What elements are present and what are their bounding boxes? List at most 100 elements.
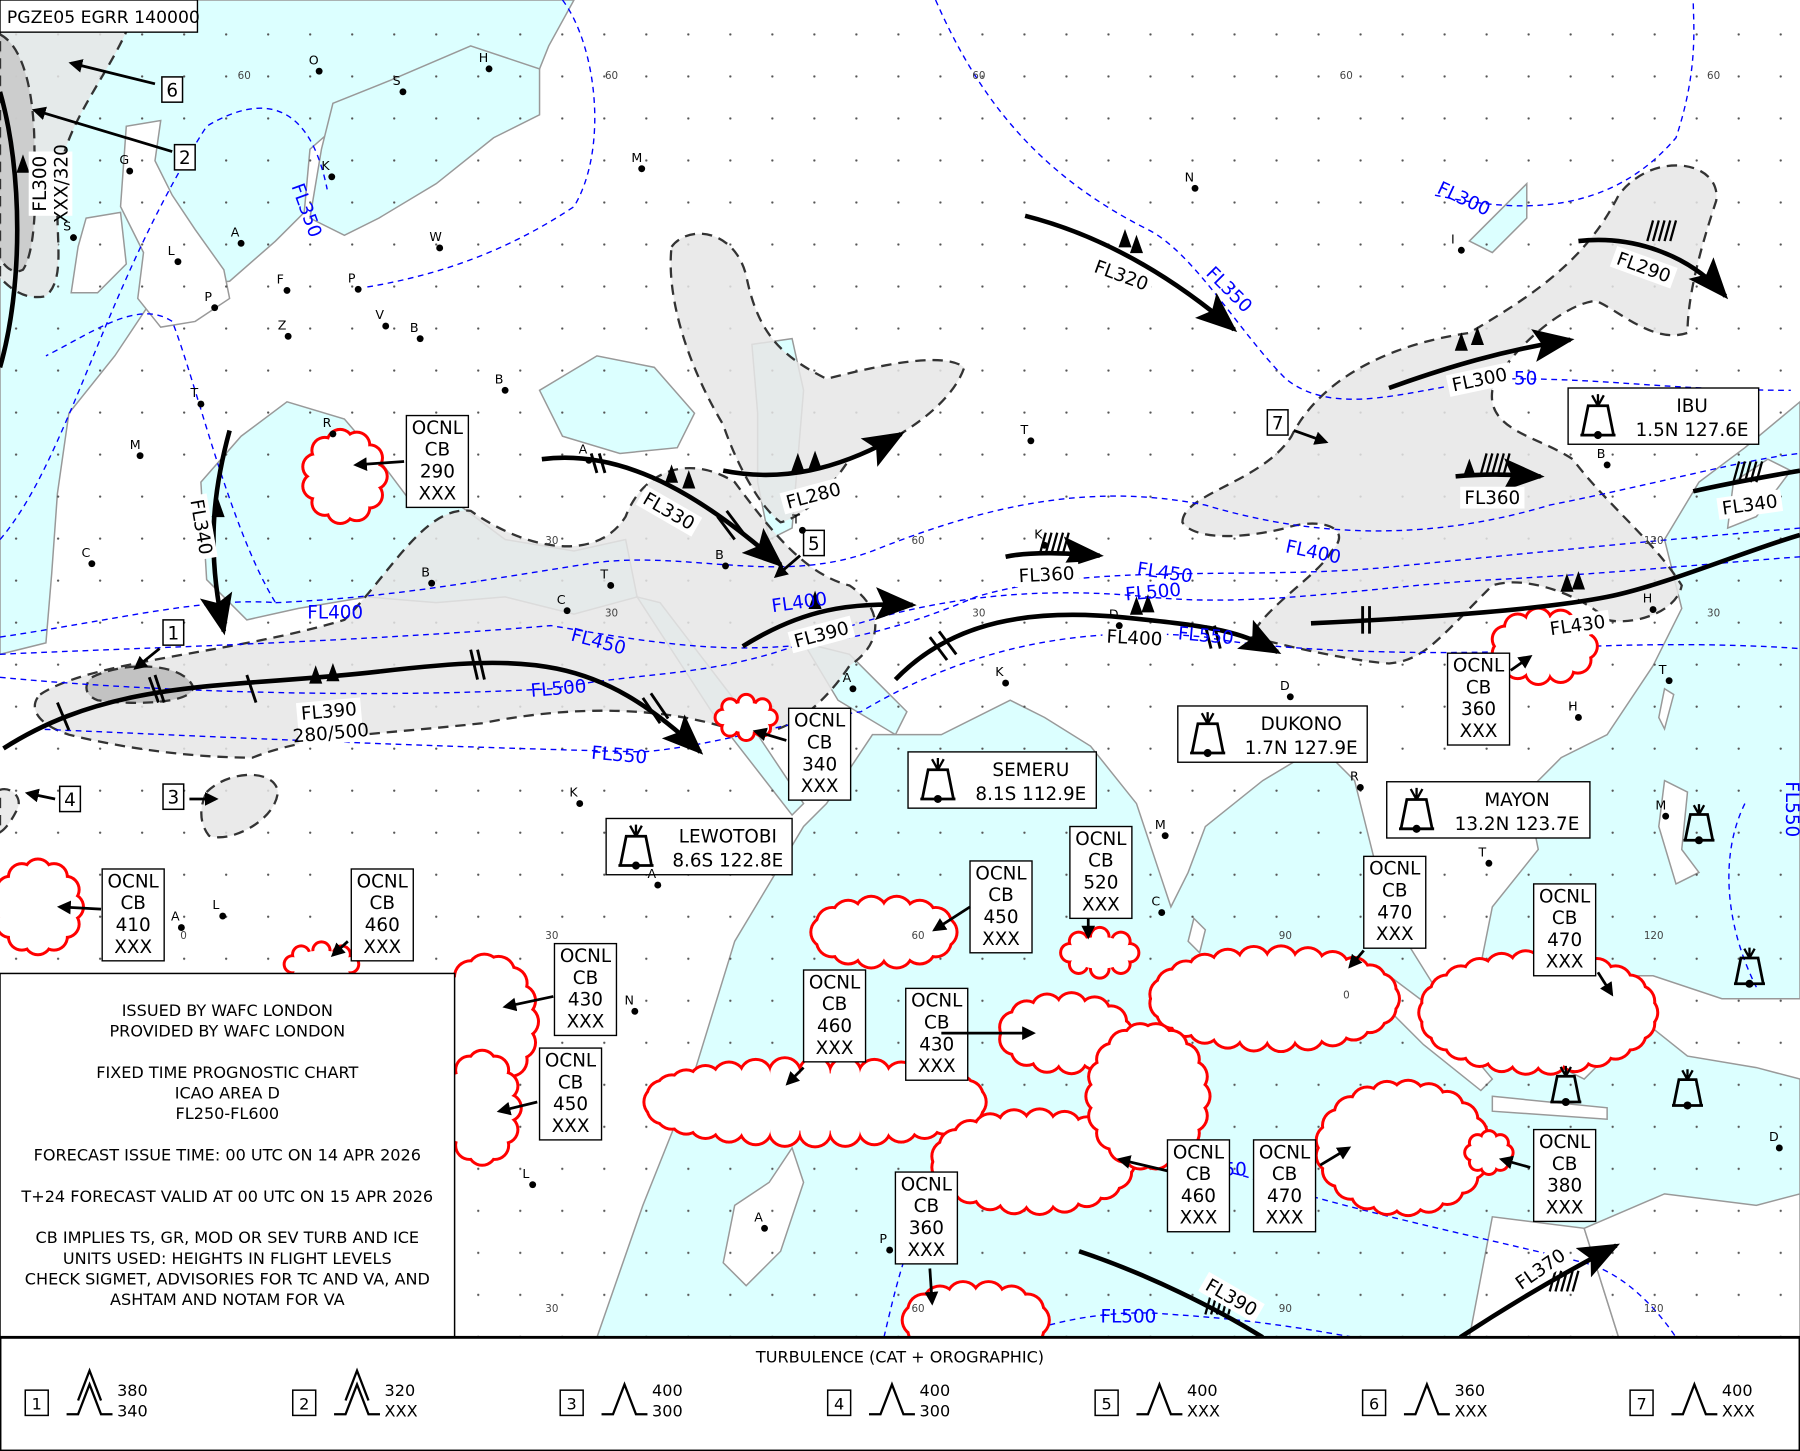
- cb-type: CB: [1552, 908, 1577, 929]
- wind-flag-icon: [1454, 332, 1468, 351]
- cb-top: 430: [568, 990, 603, 1011]
- city-label: B: [421, 564, 430, 579]
- marker-number: 3: [168, 788, 180, 809]
- jet-label: FL360: [1013, 561, 1080, 587]
- jet-change-bar: [153, 674, 166, 703]
- jet-label: FL400: [1101, 625, 1168, 650]
- cb-base: XXX: [1376, 924, 1414, 945]
- cloud-core: [918, 1297, 1034, 1344]
- cb-base: XXX: [1460, 721, 1498, 742]
- city-dot: [1191, 184, 1199, 192]
- cb-box-frame: [1363, 855, 1427, 949]
- cb-base: XXX: [801, 776, 839, 797]
- legend-top: 380: [117, 1381, 148, 1400]
- cb-type: CB: [1088, 851, 1113, 872]
- jet-change-bar: [937, 630, 958, 656]
- tropopause-label: FL500: [1124, 580, 1181, 606]
- jet-label-bg: [787, 615, 856, 654]
- chart-id: PGZE05 EGRR 140000: [7, 8, 200, 28]
- info-line: ISSUED BY WAFC LONDON: [122, 1001, 333, 1020]
- city-label: S: [63, 219, 71, 234]
- wind-flag-icon: [791, 452, 805, 472]
- turbulence-marker: 6: [161, 76, 184, 103]
- cb-freq: OCNL: [1075, 829, 1127, 850]
- city-dot: [1158, 909, 1166, 917]
- volcano-plume: [1681, 1069, 1694, 1081]
- city-dot: [1356, 784, 1364, 791]
- city-label: B: [495, 371, 504, 386]
- wind-flag-icon: [1470, 326, 1484, 345]
- city-label: B: [410, 320, 419, 335]
- city-label: P: [204, 289, 212, 304]
- city-dot: [1002, 679, 1010, 687]
- wind-flag-icon: [1462, 458, 1476, 477]
- cloud-core: [947, 1124, 1120, 1199]
- jet-label-bg: [1609, 246, 1678, 289]
- jet-stream-line: [541, 455, 784, 568]
- volcano-plume: [1743, 947, 1756, 959]
- cloud-core: [292, 950, 351, 979]
- pointer-arrow: [1348, 949, 1365, 969]
- city-label: V: [375, 307, 384, 322]
- wind-barb: [1061, 532, 1070, 554]
- wind-flag-icon: [211, 498, 225, 518]
- marker-box: [58, 785, 82, 813]
- city-label: A: [647, 866, 656, 881]
- cb-base: XXX: [816, 1038, 854, 1059]
- cb-type: CB: [370, 893, 395, 914]
- city-label: Z: [278, 317, 287, 332]
- legend-top: 320: [385, 1381, 416, 1400]
- jet-stream-line: [1024, 213, 1238, 333]
- info-line: T+24 FORECAST VALID AT 00 UTC ON 15 APR …: [20, 1187, 433, 1206]
- legend-top: 400: [1187, 1381, 1218, 1400]
- city-dot: [1027, 437, 1035, 445]
- cb-type: CB: [914, 1196, 939, 1217]
- wind-flag-icon: [1129, 596, 1144, 615]
- cb-freq: OCNL: [1539, 886, 1591, 907]
- pointer-arrow: [24, 788, 56, 803]
- pointer-arrow: [1596, 971, 1614, 997]
- city-dot: [1457, 246, 1465, 254]
- marker-number: 1: [168, 623, 180, 644]
- legend-base: XXX: [1722, 1402, 1755, 1421]
- cloud-core: [1069, 936, 1130, 969]
- volcano-icon: [1399, 787, 1435, 833]
- cb-freq: OCNL: [108, 871, 160, 892]
- info-line: ICAO AREA D: [175, 1084, 280, 1103]
- city-label: M: [1655, 797, 1666, 812]
- legend-base: 300: [920, 1402, 951, 1421]
- volcano-lon: 127.6E: [1684, 420, 1748, 441]
- jet-label-bg: [1087, 254, 1156, 297]
- city-label: M: [631, 150, 642, 165]
- cb-top: 460: [1181, 1186, 1216, 1207]
- cb-base: XXX: [908, 1240, 946, 1261]
- cb-cloud: [301, 427, 389, 525]
- city-dot: [283, 286, 291, 294]
- marker-box: [173, 143, 196, 171]
- city-label: T: [190, 385, 199, 400]
- legend-base: 340: [117, 1402, 148, 1421]
- jet-stream-line: [741, 587, 917, 649]
- cb-top: 520: [1083, 873, 1118, 894]
- cb-type: CB: [120, 893, 145, 914]
- marker-number: 7: [1272, 413, 1284, 434]
- cb-type: CB: [425, 440, 450, 461]
- cb-freq: OCNL: [412, 418, 464, 439]
- city-dot: [485, 65, 493, 73]
- city-dot: [126, 167, 134, 175]
- wind-barb: [1479, 453, 1488, 475]
- pointer-arrow: [133, 647, 161, 670]
- volcano-lon: 112.9E: [1022, 784, 1086, 805]
- legend-box: [1361, 1389, 1387, 1417]
- city-dot: [563, 607, 571, 615]
- info-line: PROVIDED BY WAFC LONDON: [110, 1022, 346, 1041]
